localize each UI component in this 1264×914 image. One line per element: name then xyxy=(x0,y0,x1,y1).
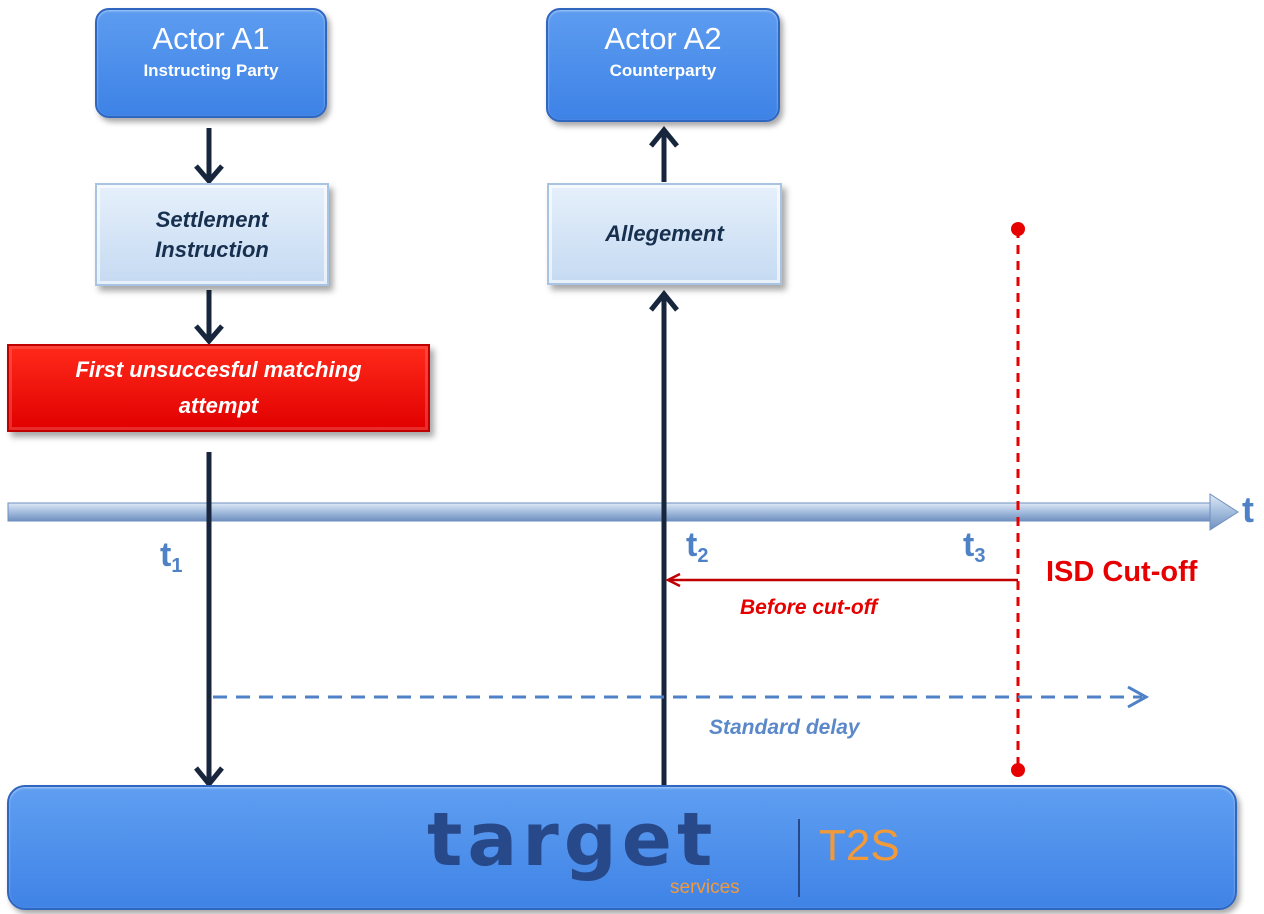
settlement-instruction-box: Settlement Instruction xyxy=(95,183,329,286)
allegement-label: Allegement xyxy=(605,221,724,246)
target-wordmark: target xyxy=(427,797,718,883)
actor-a2-role: Counterparty xyxy=(609,61,717,80)
logo-divider xyxy=(798,819,800,897)
isd-cutoff-line xyxy=(1011,222,1025,777)
isd-cutoff-label: ISD Cut-off xyxy=(1046,556,1198,588)
actor-a1-name: Actor A1 xyxy=(152,21,270,56)
standard-delay-arrow xyxy=(213,685,1150,709)
failed-matching-line-1: First unsuccesful matching xyxy=(75,357,362,382)
arrow-matching-to-t2s xyxy=(194,452,224,788)
actor-a2-box: Actor A2 Counterparty xyxy=(546,8,780,122)
time-label-t1: t1 xyxy=(160,536,183,577)
failed-matching-box: First unsuccesful matching attempt xyxy=(7,344,430,432)
arrow-settlement-to-matching xyxy=(194,290,224,345)
standard-delay-label: Standard delay xyxy=(709,716,860,739)
failed-matching-line-2: attempt xyxy=(178,393,259,418)
t2s-label: T2S xyxy=(819,821,900,870)
before-cutoff-arrow xyxy=(665,572,1018,588)
axis-label-t: t xyxy=(1242,489,1254,530)
time-label-t2: t2 xyxy=(686,526,709,567)
time-label-t3: t3 xyxy=(963,526,986,567)
actor-a1-role: Instructing Party xyxy=(143,61,279,80)
settlement-line-2: Instruction xyxy=(155,236,269,262)
before-cutoff-label: Before cut-off xyxy=(740,596,878,619)
arrow-t2s-to-allegement xyxy=(649,290,679,785)
arrow-allegement-to-a2 xyxy=(649,126,679,182)
target-services-text: services xyxy=(670,877,740,898)
arrow-a1-to-settlement xyxy=(194,128,224,185)
actor-a1-box: Actor A1 Instructing Party xyxy=(95,8,327,118)
timeline-axis xyxy=(7,493,1239,531)
actor-a2-name: Actor A2 xyxy=(604,21,722,56)
allegement-box: Allegement xyxy=(547,183,782,285)
target-logo: target services xyxy=(427,797,797,905)
t2s-platform-bar: target services T2S xyxy=(7,785,1237,910)
settlement-line-1: Settlement xyxy=(155,206,269,232)
